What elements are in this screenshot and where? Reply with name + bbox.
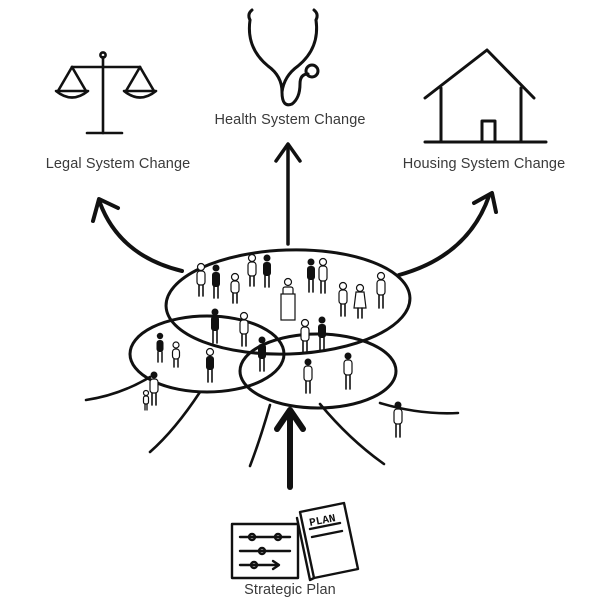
- person: [343, 352, 353, 390]
- strategic-plan-label: Strategic Plan: [244, 582, 336, 598]
- community-ellipses: [128, 248, 412, 410]
- person: [196, 262, 206, 297]
- person: [303, 358, 313, 394]
- plan-book-title: PLAN: [308, 513, 336, 530]
- legal-system-change-label: Legal System Change: [45, 156, 191, 172]
- person: [353, 283, 367, 319]
- person: [300, 318, 310, 354]
- house-icon: [423, 48, 548, 144]
- podium-speaker: [280, 277, 296, 321]
- network-lines: [84, 375, 460, 468]
- person: [171, 341, 181, 368]
- scales-of-justice-icon: [54, 51, 158, 135]
- person: [318, 316, 326, 351]
- person: [258, 336, 266, 372]
- person: [239, 311, 249, 347]
- person: [230, 272, 240, 304]
- child-figure: [142, 389, 150, 411]
- stethoscope-icon: [247, 8, 320, 107]
- arrow-to-legal: [91, 197, 184, 273]
- strategic-plan-document-icon: [230, 501, 360, 582]
- person: [149, 371, 159, 406]
- person: [156, 332, 164, 363]
- housing-system-change-label: Housing System Change: [402, 156, 566, 172]
- person: [211, 308, 219, 344]
- person: [205, 347, 215, 383]
- arrow-to-health: [274, 142, 302, 246]
- arrow-to-housing: [397, 191, 498, 277]
- health-system-change-label: Health System Change: [214, 112, 366, 128]
- person: [338, 281, 348, 317]
- person: [376, 271, 386, 309]
- arrow-from-plan: [274, 407, 306, 490]
- person: [263, 254, 271, 288]
- person: [393, 401, 403, 438]
- person: [247, 253, 257, 287]
- person: [307, 258, 315, 293]
- person: [318, 257, 328, 294]
- person: [212, 264, 220, 299]
- people-crowd: [142, 253, 403, 438]
